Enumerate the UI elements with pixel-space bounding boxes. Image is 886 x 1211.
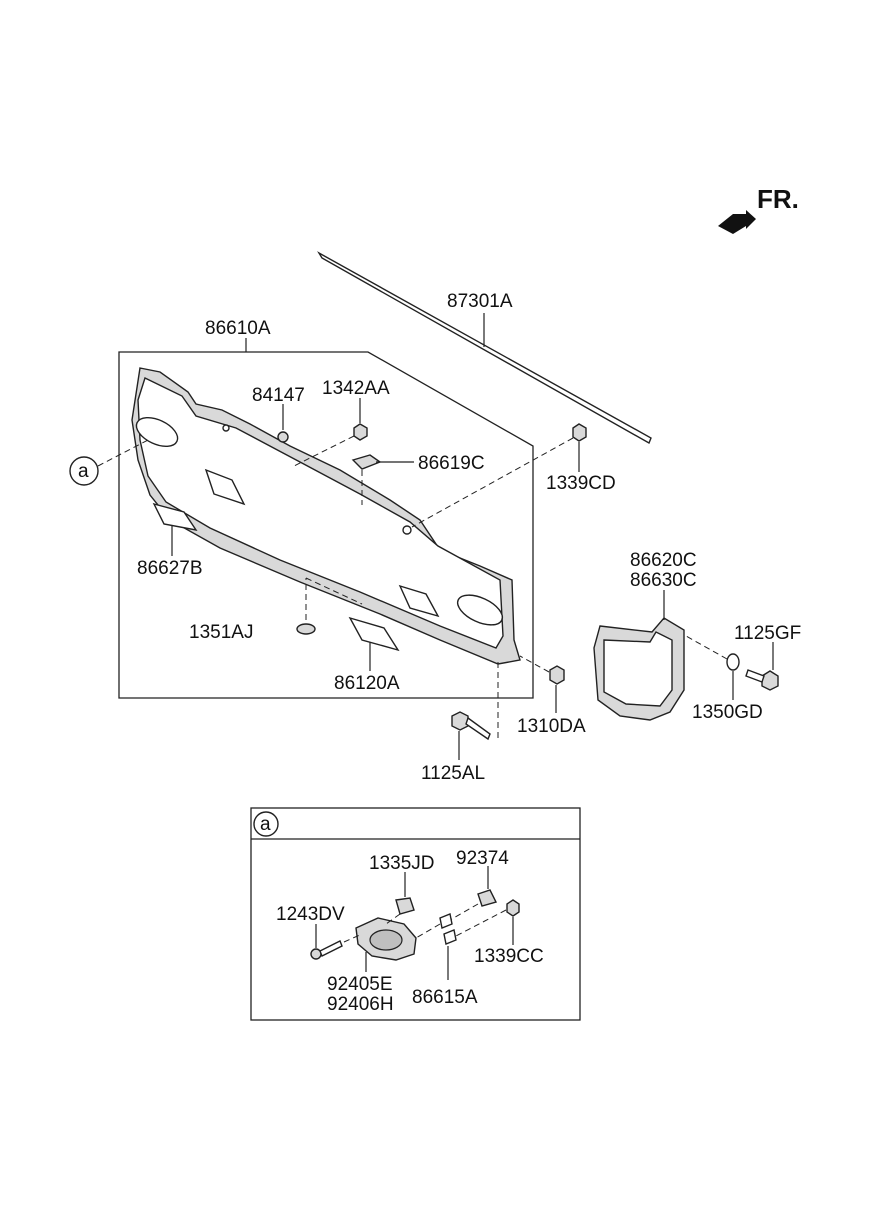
callout-a-circle: [69, 456, 99, 486]
label-1243DV: 1243DV: [276, 904, 345, 925]
callout-a-letter: a: [78, 461, 89, 482]
nut-1310DA: [549, 665, 565, 685]
screw-1243DV: [310, 940, 343, 960]
detail-callout-a-letter: a: [260, 814, 271, 835]
assembly-box: [118, 351, 534, 699]
label-1339CD: 1339CD: [546, 473, 616, 494]
pad-86120A: [348, 616, 400, 652]
moulding-strip: [317, 251, 652, 445]
dash-1243DV: [343, 933, 363, 943]
license-lamp: [355, 917, 417, 961]
pad-86627B-upper: [204, 468, 246, 506]
label-92374: 92374: [456, 848, 509, 869]
bolt-1125GF: [745, 669, 779, 691]
label-1310DA: 1310DA: [517, 716, 586, 737]
label-86627B: 86627B: [137, 558, 203, 579]
label-92405E: 92405E: [327, 974, 393, 995]
dash-92374: [449, 903, 479, 921]
label-1342AA: 1342AA: [322, 378, 390, 399]
dash-1339CD: [411, 437, 574, 528]
label-1351AJ: 1351AJ: [189, 622, 253, 643]
front-direction-arrow-icon: [718, 210, 756, 234]
bracket-86615A: [439, 913, 457, 945]
label-86615A: 86615A: [412, 987, 478, 1008]
nut-1342AA: [353, 423, 368, 441]
label-86120A: 86120A: [334, 673, 400, 694]
nut-1339CD: [572, 423, 587, 442]
label-1339CC: 1339CC: [474, 946, 544, 967]
dash-1310DA: [519, 655, 550, 673]
clip-1335JD: [395, 897, 415, 915]
dash-1342AA: [293, 435, 355, 467]
dash-1351AJ-d: [305, 577, 363, 605]
direction-label: FR.: [757, 184, 799, 214]
label-92406H: 92406H: [327, 994, 394, 1015]
bracket-86619C: [351, 454, 382, 470]
dash-1335JD: [385, 913, 401, 925]
label-1350GD: 1350GD: [692, 702, 763, 723]
label-86610A: 86610A: [205, 318, 271, 339]
socket-92374: [477, 889, 498, 907]
clip-84147: [277, 431, 289, 443]
detail-box: [250, 807, 581, 1021]
label-86619C: 86619C: [418, 453, 485, 474]
grommet-1351AJ: [296, 623, 316, 635]
tail-gate-garnish: [131, 367, 521, 665]
label-1125GF: 1125GF: [734, 623, 801, 644]
label-86620C: 86620C: [630, 550, 697, 571]
dash-1339CC: [455, 909, 507, 937]
dash-86615A: [415, 923, 441, 939]
pad-86120A-upper: [398, 584, 440, 618]
label-84147: 84147: [252, 385, 305, 406]
nut-1339CC: [506, 899, 520, 917]
bolt-1125AL: [451, 711, 491, 741]
dash-1350GD: [685, 635, 728, 660]
label-87301A: 87301A: [447, 291, 513, 312]
pad-86627B: [152, 502, 198, 531]
rear-combination-lamp: [593, 617, 685, 721]
label-1335JD: 1335JD: [369, 853, 435, 874]
label-86630C: 86630C: [630, 570, 697, 591]
washer-1350GD: [726, 653, 740, 671]
detail-callout-a-circle: [253, 811, 279, 837]
label-1125AL: 1125AL: [421, 763, 485, 784]
